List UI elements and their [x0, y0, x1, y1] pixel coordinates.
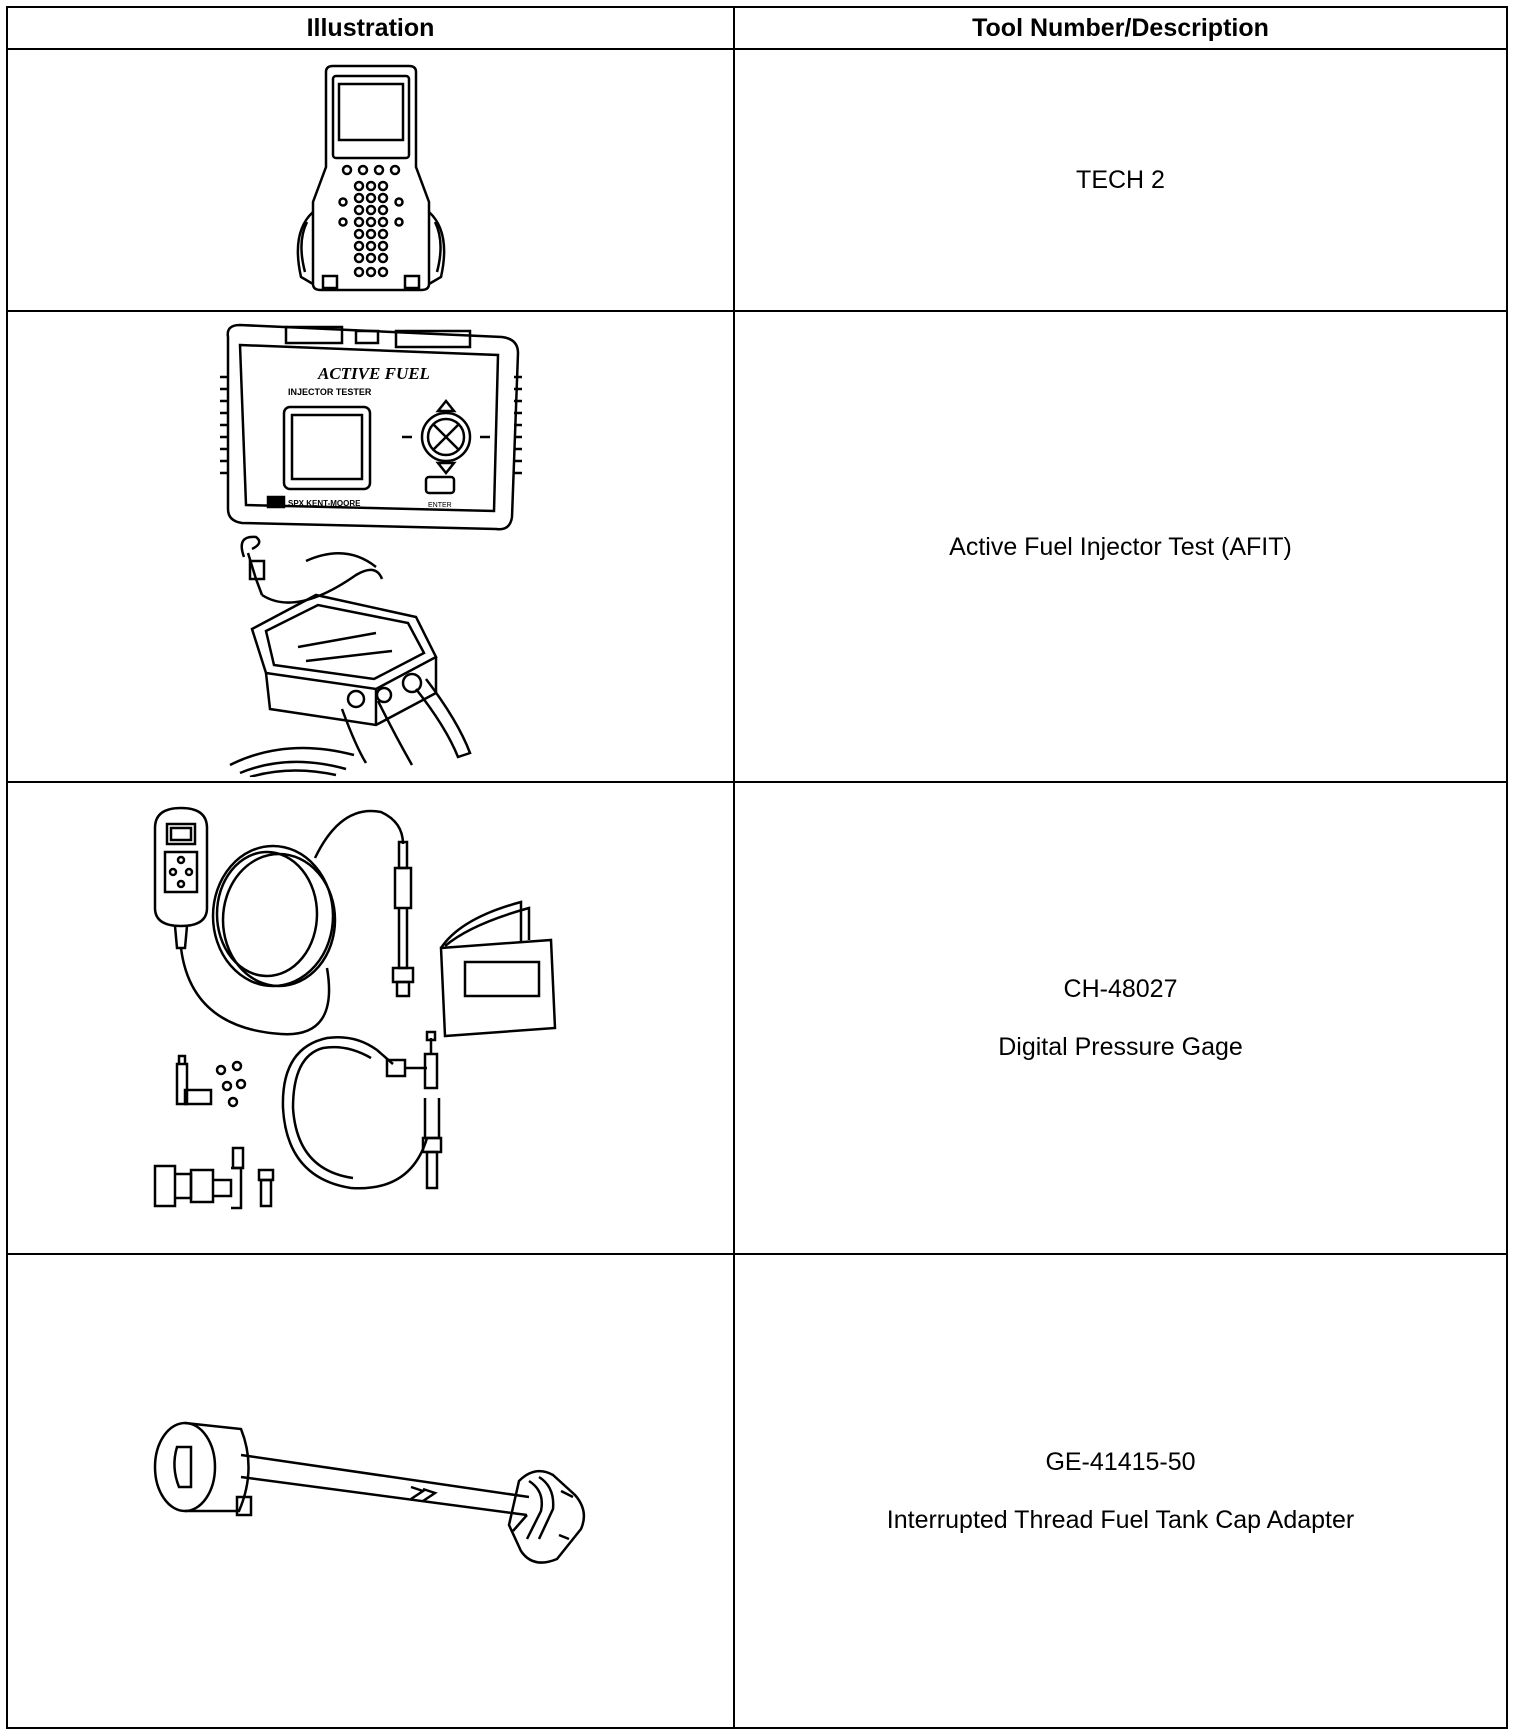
header-row: Illustration Tool Number/Description	[6, 6, 1508, 50]
tool-description: Interrupted Thread Fuel Tank Cap Adapter	[886, 1506, 1355, 1534]
brand-line-2: INJECTOR TESTER	[288, 387, 372, 397]
tool-description: Digital Pressure Gage	[998, 1033, 1243, 1061]
illustration-cell	[6, 48, 735, 312]
tool-number: GE-41415-50	[1045, 1448, 1196, 1476]
illustration-column-header: Illustration	[6, 6, 735, 50]
brand-line-1: ACTIVE FUEL	[317, 364, 430, 383]
description-cell: GE-41415-50 Interrupted Thread Fuel Tank…	[733, 1253, 1508, 1729]
description-cell: TECH 2	[733, 48, 1508, 312]
illustration-cell	[6, 781, 735, 1255]
table-row: ACTIVE FUEL INJECTOR TESTER ENTER	[6, 310, 1508, 783]
description-cell: CH-48027 Digital Pressure Gage	[733, 781, 1508, 1255]
table-row: CH-48027 Digital Pressure Gage	[6, 781, 1508, 1255]
description-cell: Active Fuel Injector Test (AFIT)	[733, 310, 1508, 783]
maker-label: SPX KENT-MOORE	[288, 499, 361, 508]
description-column-header: Tool Number/Description	[733, 6, 1508, 50]
illustration-cell	[6, 1253, 735, 1729]
fuel-tank-cap-adapter-icon	[141, 1411, 601, 1571]
illustration-cell: ACTIVE FUEL INJECTOR TESTER ENTER	[6, 310, 735, 783]
special-tools-table: Illustration Tool Number/Description	[6, 6, 1508, 1729]
tool-description: Active Fuel Injector Test (AFIT)	[949, 532, 1292, 561]
table-row: TECH 2	[6, 48, 1508, 312]
tool-number: CH-48027	[1063, 975, 1178, 1003]
tool-number: TECH 2	[1076, 166, 1165, 194]
enter-button-label: ENTER	[428, 502, 452, 509]
tech2-scan-tool-icon	[271, 62, 471, 298]
digital-pressure-gage-kit-icon	[141, 798, 601, 1238]
table-row: GE-41415-50 Interrupted Thread Fuel Tank…	[6, 1253, 1508, 1729]
active-fuel-injector-tester-icon: ACTIVE FUEL INJECTOR TESTER ENTER	[206, 317, 536, 777]
